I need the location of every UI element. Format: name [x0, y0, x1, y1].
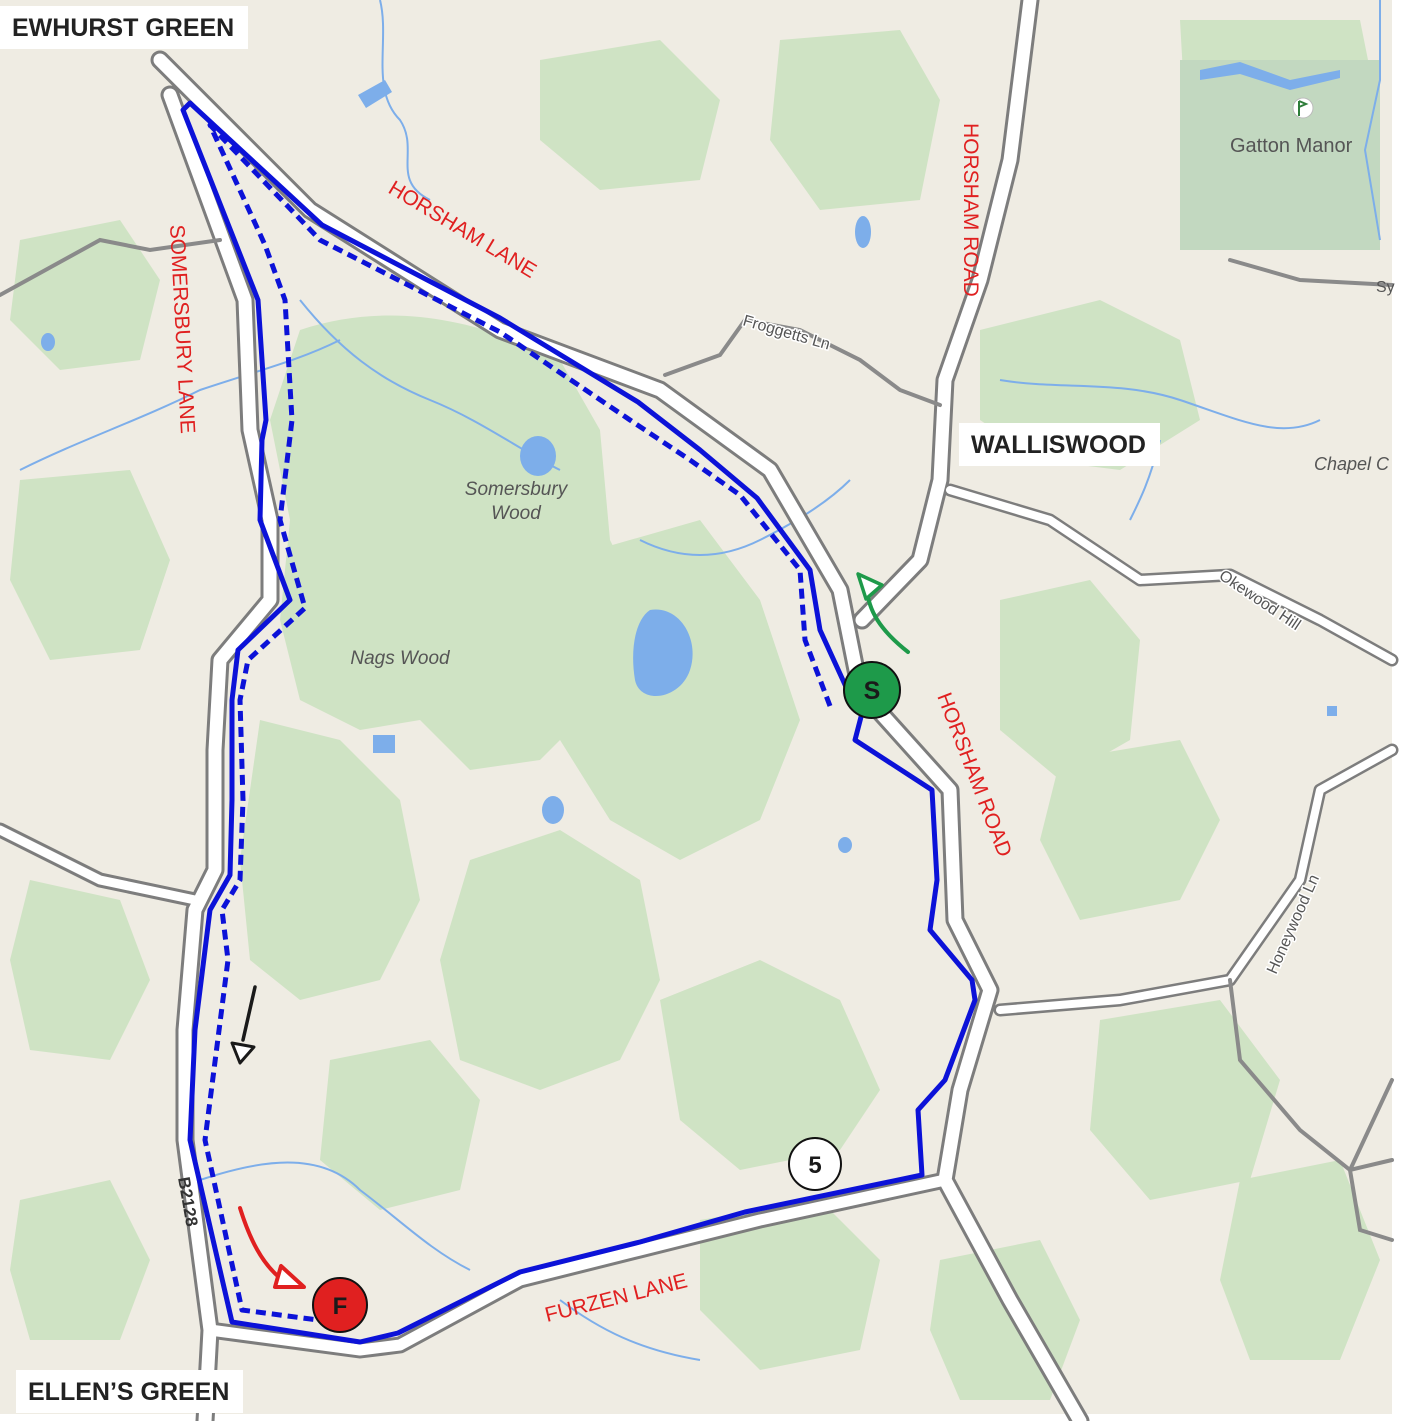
- label-somersbury-wood-line1: Somersbury: [465, 479, 569, 500]
- road-label-horsham-road-north: HORSHAM ROAD: [959, 123, 982, 297]
- woodland-area: [10, 1180, 150, 1340]
- woodland-area: [540, 40, 720, 190]
- pond: [633, 609, 693, 697]
- woodland-area: [1220, 1160, 1380, 1360]
- woodland-area: [1000, 580, 1140, 780]
- label-somersbury-wood-line2: Wood: [491, 503, 542, 524]
- map-frame-right: [1392, 0, 1402, 1421]
- label-sy: Sy: [1376, 279, 1395, 296]
- black-arrow-icon: [241, 985, 257, 1042]
- place-ewhurst-green: EWHURST GREEN: [0, 6, 249, 49]
- label-gatton-manor: Gatton Manor: [1230, 135, 1353, 157]
- place-walliswood: WALLISWOOD: [959, 423, 1160, 466]
- start-marker: S: [843, 661, 901, 719]
- woodland-area: [10, 220, 160, 370]
- pond: [838, 837, 852, 853]
- waypoint-5-marker: 5: [788, 1137, 842, 1191]
- label-nags-wood: Nags Wood: [350, 648, 451, 669]
- stream: [19, 339, 341, 471]
- black-arrowhead-icon: [230, 1041, 256, 1065]
- route-dashed-line: [202, 122, 833, 1323]
- lane-east-fork: [1348, 1168, 1394, 1242]
- green-arrowhead-icon: [856, 572, 884, 601]
- woodland-area: [10, 470, 170, 660]
- waypoint-5-label: 5: [808, 1152, 821, 1179]
- pond: [855, 216, 871, 248]
- ponds: [41, 62, 1340, 853]
- pond: [542, 796, 564, 824]
- lane-froggetts: [663, 317, 942, 407]
- woodland-area: [1040, 740, 1220, 920]
- place-ellens-green: ELLEN’S GREEN: [16, 1370, 244, 1413]
- minor-lanes: [0, 237, 1394, 1242]
- road-honeywood-ln: [996, 746, 1396, 1014]
- pond: [1200, 62, 1340, 90]
- golf-course-area: [1180, 60, 1380, 250]
- pond: [373, 735, 395, 753]
- stream: [379, 0, 431, 201]
- woodland-area: [440, 830, 660, 1090]
- lane-sy: [1228, 258, 1394, 287]
- road-furzen-lane: [204, 1174, 951, 1356]
- road-west-link: [0, 825, 200, 905]
- pond: [358, 80, 392, 108]
- map-frame-bottom: [0, 1414, 1402, 1421]
- lane-west: [0, 237, 222, 297]
- woodland-area: [1090, 1000, 1280, 1200]
- red-arrow-icon: [238, 1206, 282, 1280]
- route-solid-line: [180, 100, 978, 1345]
- stream: [1363, 0, 1381, 241]
- road-horsham-lane: [153, 53, 1087, 1421]
- lane-ellens-east: [1228, 978, 1394, 1173]
- woodland-area: [700, 1200, 880, 1370]
- road-somersbury-lane: [163, 88, 277, 1421]
- red-arrowhead-icon: [273, 1264, 306, 1289]
- road-horsham-road-north: [855, 0, 1037, 627]
- finish-marker: F: [312, 1277, 368, 1333]
- label-chapel: Chapel C: [1314, 454, 1390, 474]
- woodland-area: [660, 960, 880, 1170]
- pond: [520, 436, 556, 476]
- stream: [199, 1161, 471, 1271]
- stream: [639, 479, 851, 556]
- woodland-area: [770, 30, 940, 210]
- pond: [41, 333, 55, 351]
- road-okewood-hill: [946, 486, 1396, 664]
- woodland-areas: [10, 20, 1380, 1400]
- pond: [1327, 706, 1337, 716]
- walking-route: [180, 100, 978, 1345]
- lane-se: [1348, 1078, 1394, 1172]
- stream: [999, 379, 1321, 430]
- direction-arrows: [230, 572, 910, 1289]
- woodland-area: [240, 720, 420, 1000]
- woodland-area: [320, 1040, 480, 1210]
- finish-marker-label: F: [333, 1293, 348, 1320]
- start-marker-label: S: [864, 677, 881, 705]
- golf-course-icon: [1292, 97, 1314, 119]
- stream: [559, 1299, 701, 1361]
- woodland-area: [10, 880, 150, 1060]
